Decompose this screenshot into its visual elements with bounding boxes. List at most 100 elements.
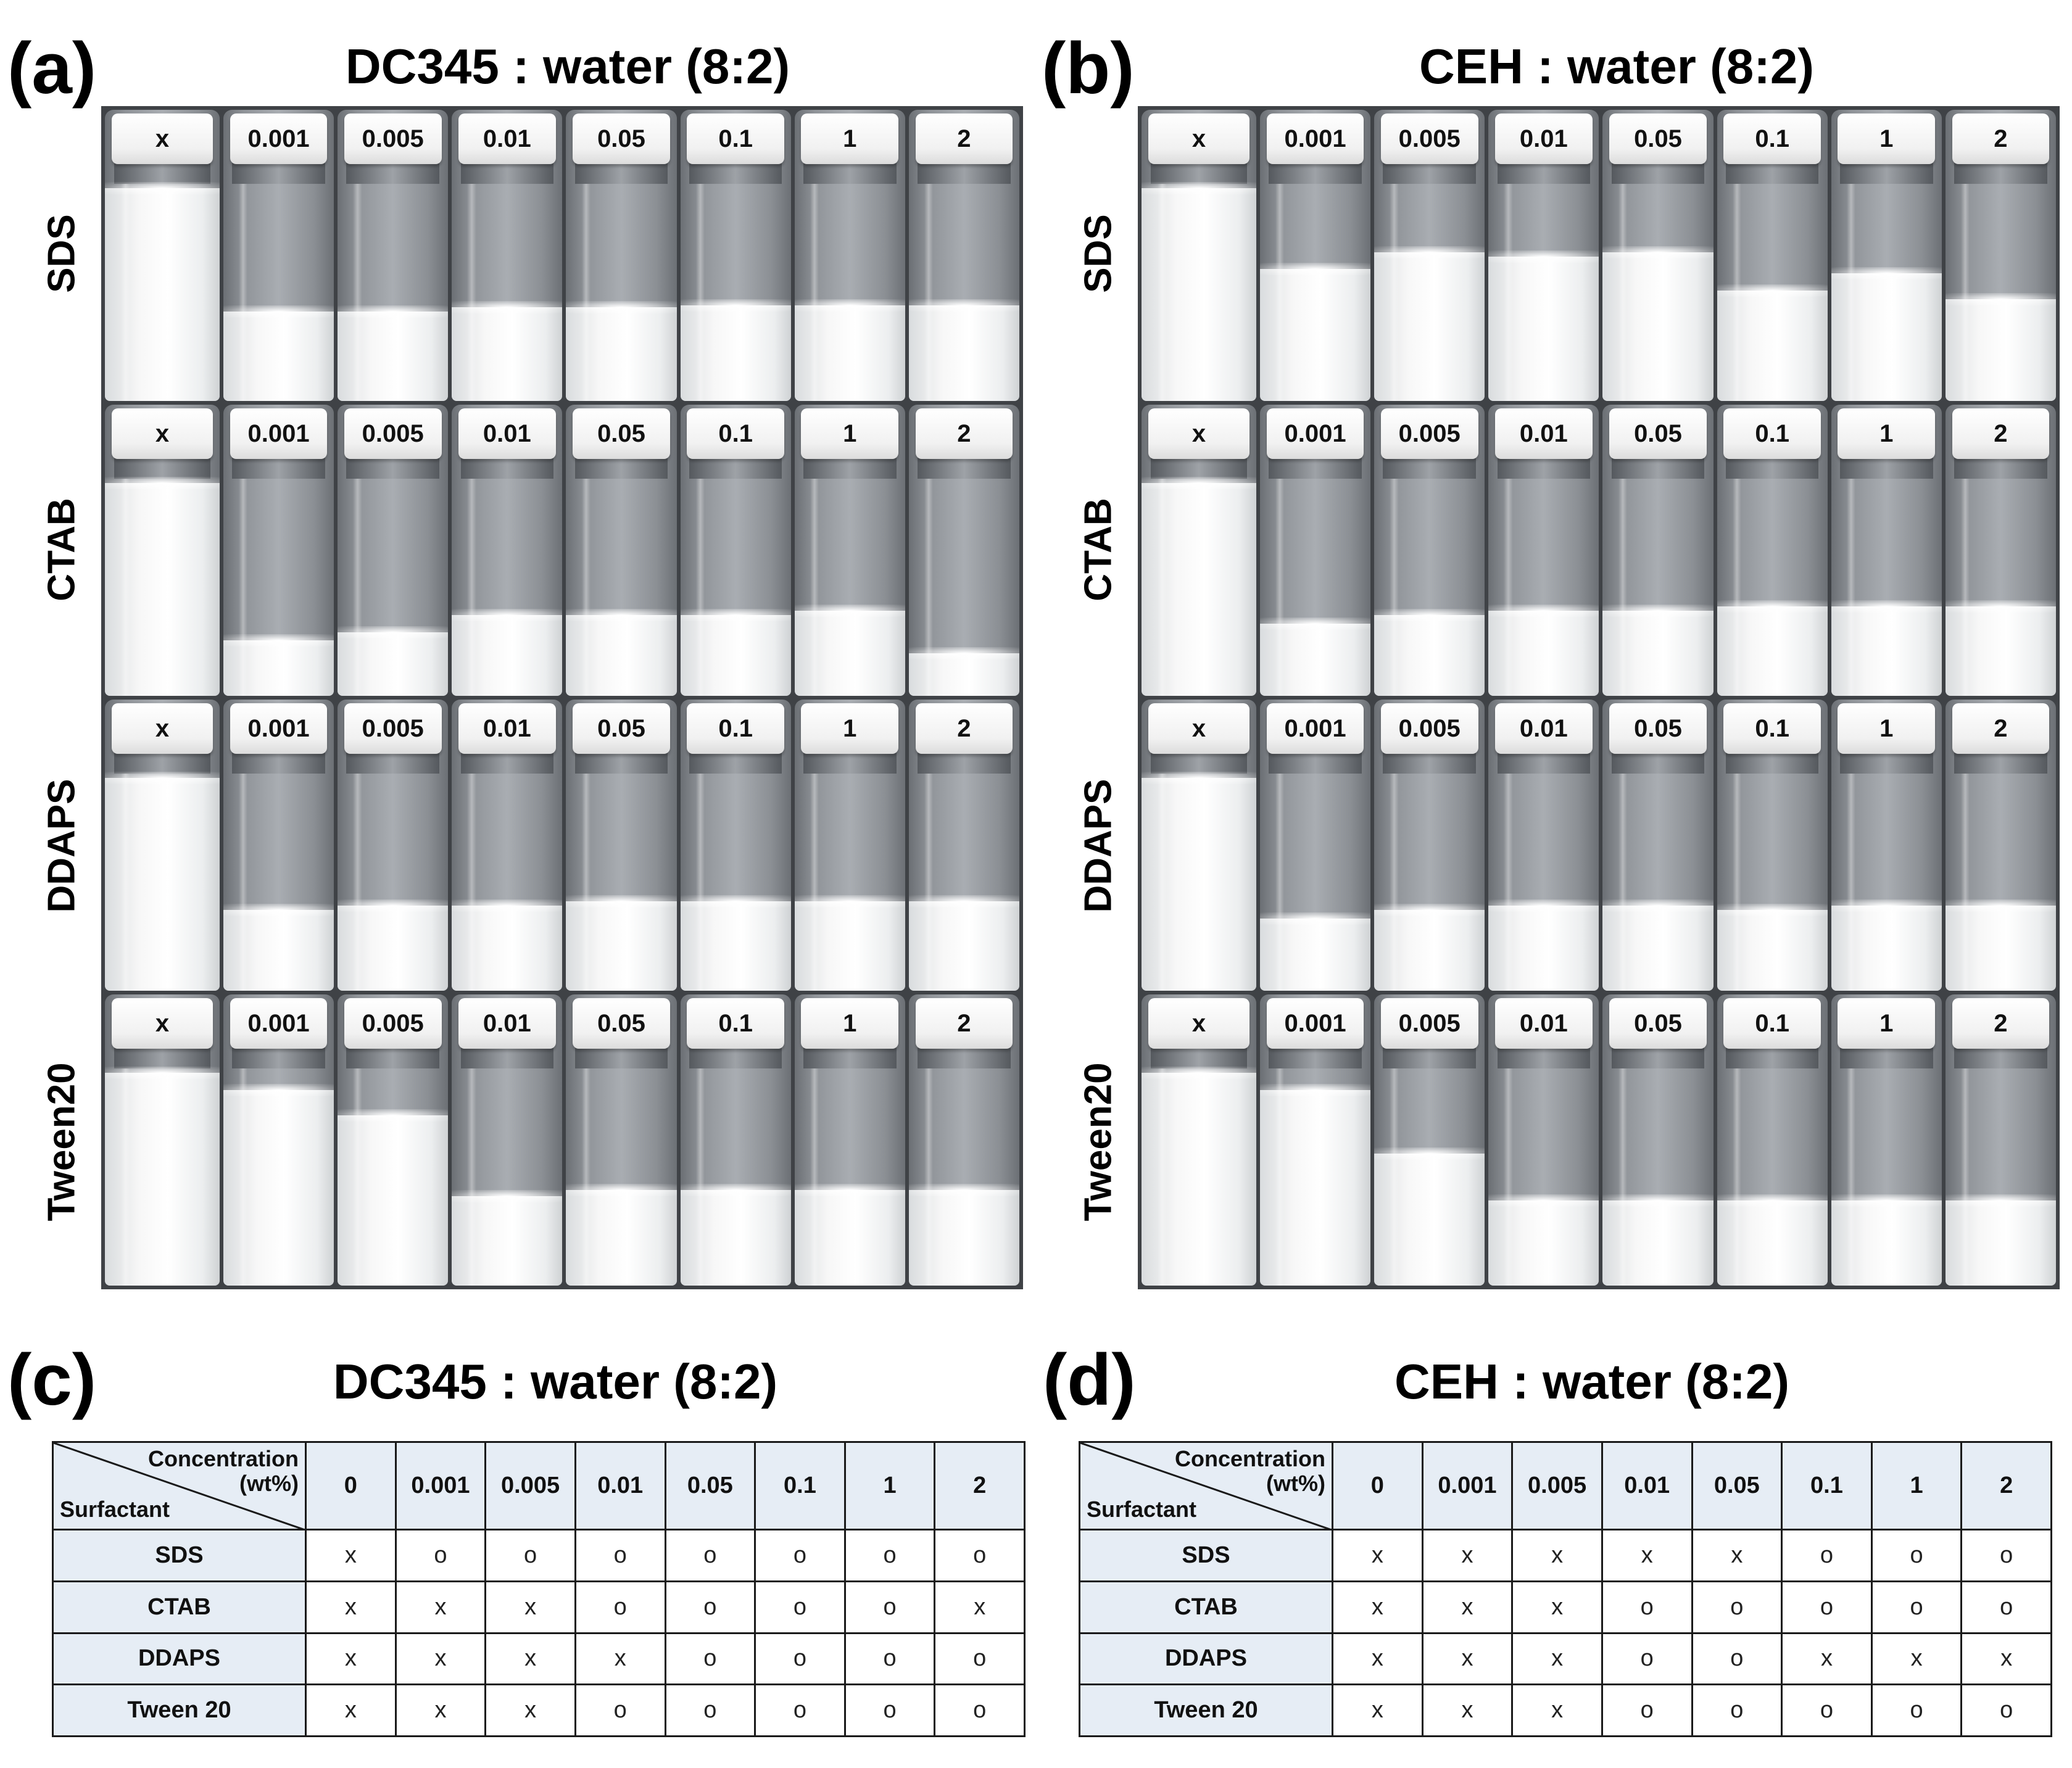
- vial-cap: 0.05: [1609, 114, 1707, 164]
- vial: 0.05: [1602, 405, 1714, 696]
- vial-cap: 0.1: [687, 408, 784, 459]
- emulsion-layer: [794, 605, 905, 696]
- vial: 0.005: [338, 994, 449, 1286]
- stability-cell: o: [394, 1529, 487, 1582]
- row-label-ctab: CTAB: [1077, 498, 1120, 601]
- vial-cap: 2: [915, 703, 1013, 754]
- vial-cap-label: 1: [1879, 1009, 1894, 1037]
- stability-cell: x: [484, 1580, 576, 1634]
- vial: x: [105, 994, 220, 1286]
- vial-cap-label: 0.001: [247, 125, 310, 152]
- stability-cell: o: [843, 1580, 936, 1634]
- stability-cell: x: [394, 1580, 487, 1634]
- stability-cell: x: [1870, 1632, 1963, 1686]
- vial-cap-label: 1: [843, 419, 857, 447]
- column-header: 0: [305, 1441, 397, 1530]
- emulsion-layer: [680, 299, 791, 401]
- stability-cell: x: [1332, 1632, 1423, 1686]
- emulsion-layer: [452, 301, 563, 401]
- vial: 0.001: [223, 110, 334, 401]
- stability-cell: o: [1781, 1580, 1873, 1634]
- vial-cap-label: 2: [1994, 419, 2008, 447]
- vial-cap-label: 2: [1994, 1009, 2008, 1037]
- row-label-sds: SDS: [1077, 214, 1120, 293]
- vial: 1: [1831, 110, 1942, 401]
- column-header: 0.01: [1601, 1441, 1693, 1530]
- vial-cap: 0.05: [573, 408, 670, 459]
- emulsion-layer: [223, 904, 334, 991]
- vial-cap: x: [112, 998, 213, 1049]
- panel-title-b: CEH : water (8:2): [1419, 39, 1815, 94]
- column-header: 1: [1870, 1441, 1963, 1530]
- vial-cap: 0.1: [1723, 998, 1821, 1049]
- vial-cap-label: 0.1: [718, 714, 753, 742]
- vial-cap-label: 0.01: [1519, 1009, 1568, 1037]
- emulsion-layer: [1488, 1194, 1599, 1286]
- vial: 2: [908, 405, 1019, 696]
- row-label-sds: SDS: [40, 214, 83, 293]
- vial-cap-label: 0.01: [483, 419, 531, 447]
- vial-cap: x: [1148, 114, 1249, 164]
- emulsion-layer: [338, 1109, 449, 1286]
- vial-cap-label: 0.05: [1634, 1009, 1682, 1037]
- column-header: 1: [843, 1441, 936, 1530]
- vial-cap: 0.1: [1723, 703, 1821, 754]
- row-header: DDAPS: [1079, 1632, 1333, 1686]
- panel-title-d: CEH : water (8:2): [1394, 1354, 1790, 1409]
- vial: 2: [1945, 994, 2056, 1286]
- column-header: 0.005: [1511, 1441, 1603, 1530]
- stability-cell: o: [574, 1683, 666, 1737]
- stability-cell: o: [1601, 1580, 1693, 1634]
- stability-cell: x: [484, 1632, 576, 1686]
- stability-cell: x: [1511, 1580, 1603, 1634]
- vial-cap-label: 0.05: [1634, 125, 1682, 152]
- vial: 1: [1831, 994, 1942, 1286]
- vial: 0.1: [680, 110, 791, 401]
- stability-cell: x: [394, 1683, 487, 1737]
- vial-cap-label: 2: [957, 1009, 971, 1037]
- vial-cap-label: 0.01: [483, 714, 531, 742]
- unit-header: (wt%): [1266, 1470, 1325, 1496]
- vial-cap: 0.005: [344, 703, 442, 754]
- vial-cap: 0.001: [230, 408, 328, 459]
- vial: 0.001: [223, 994, 334, 1286]
- vial-cap: 0.005: [344, 114, 442, 164]
- vial-cap: 1: [1838, 703, 1936, 754]
- vial-cap-label: 2: [957, 419, 971, 447]
- vial-cap: x: [1148, 703, 1249, 754]
- emulsion-layer: [1831, 600, 1942, 696]
- vial: 0.05: [566, 110, 677, 401]
- vial-cap: x: [1148, 408, 1249, 459]
- vial-cap: 0.05: [573, 998, 670, 1049]
- concentration-header: Concentration: [147, 1446, 299, 1471]
- vial: 0.001: [1260, 994, 1371, 1286]
- vial: 0.001: [1260, 405, 1371, 696]
- vial: 0.1: [680, 700, 791, 991]
- vial-cap: x: [1148, 998, 1249, 1049]
- vial-cap-label: 0.05: [597, 419, 645, 447]
- stability-cell: o: [1691, 1580, 1783, 1634]
- vial: 0.05: [566, 994, 677, 1286]
- vial-cap-label: 0.01: [483, 125, 531, 152]
- emulsion-layer: [338, 305, 449, 401]
- row-label-ddaps: DDAPS: [40, 779, 83, 913]
- vial: 0.005: [1374, 700, 1485, 991]
- emulsion-layer: [105, 772, 220, 991]
- vial-cap: 0.05: [1609, 408, 1707, 459]
- vial-cap-label: 0.01: [1519, 125, 1568, 152]
- stability-cell: o: [754, 1580, 846, 1634]
- emulsion-layer: [105, 182, 220, 401]
- vial: 0.001: [223, 405, 334, 696]
- stability-cell: o: [574, 1529, 666, 1582]
- vial-cap: 0.1: [1723, 114, 1821, 164]
- vial-cap-label: 0.001: [1284, 1009, 1346, 1037]
- emulsion-layer: [794, 1183, 905, 1286]
- column-header: 0.05: [664, 1441, 756, 1530]
- row-label-tween20: Tween20: [40, 1062, 83, 1221]
- vial-cap: 1: [801, 408, 899, 459]
- vial-cap-label: 0.1: [718, 1009, 753, 1037]
- vial-cap-label: 0.005: [362, 125, 424, 152]
- emulsion-layer: [1717, 1194, 1828, 1286]
- row-label-ddaps: DDAPS: [1077, 779, 1120, 913]
- stability-cell: o: [754, 1683, 846, 1737]
